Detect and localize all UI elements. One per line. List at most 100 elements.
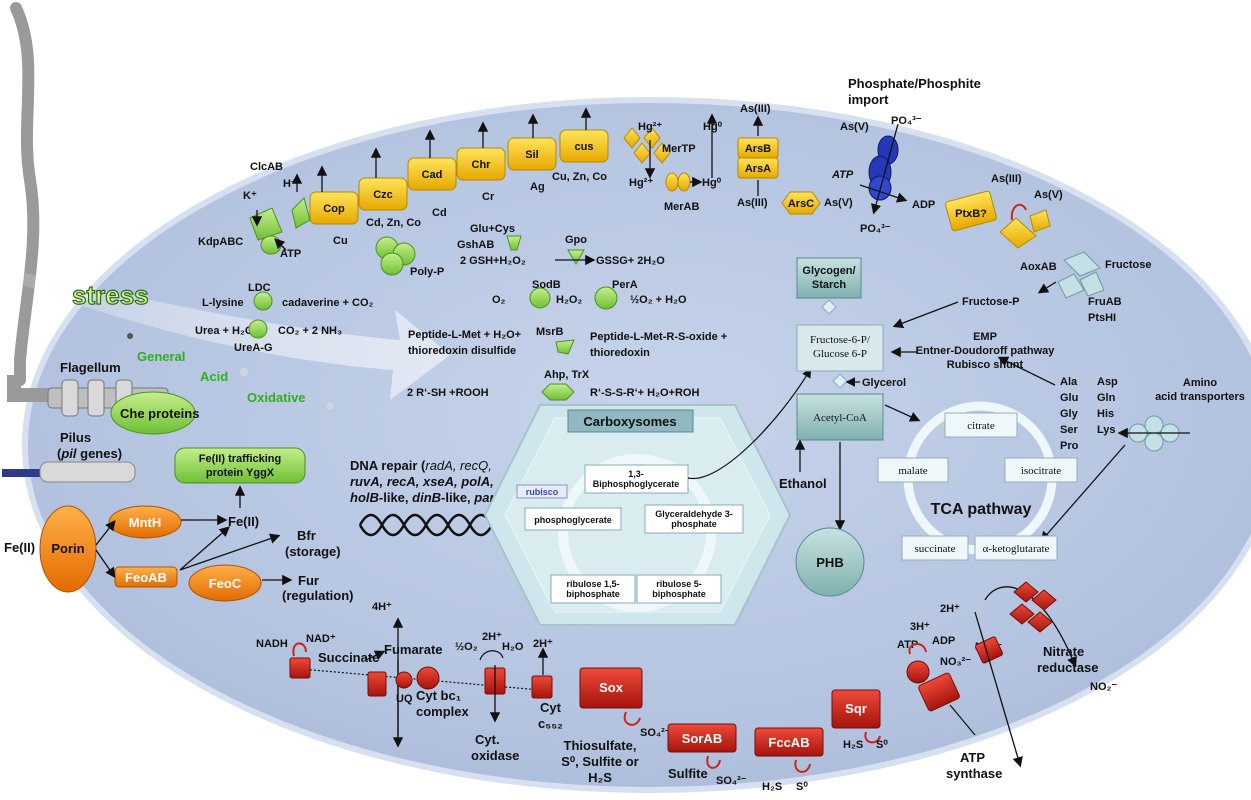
- svg-text:Succinate: Succinate: [318, 650, 379, 665]
- svg-text:As(III): As(III): [991, 173, 1022, 185]
- svg-text:MerAB: MerAB: [664, 201, 700, 213]
- svg-text:½O₂: ½O₂: [455, 641, 478, 653]
- svg-text:2H⁺: 2H⁺: [940, 603, 960, 615]
- svg-text:(storage): (storage): [285, 544, 341, 559]
- svg-text:oxidase: oxidase: [471, 748, 519, 763]
- ahp-trx: [541, 383, 575, 401]
- pump-cad: Cad: [422, 169, 443, 181]
- che-proteins: [110, 391, 196, 435]
- svg-text:Porin: Porin: [51, 541, 84, 556]
- sorab: [667, 723, 737, 753]
- svg-text:4H⁺: 4H⁺: [372, 601, 392, 613]
- svg-text:Cu: Cu: [333, 235, 348, 247]
- aoxab: [999, 217, 1037, 249]
- svg-text:ribulose 5-biphosphate: ribulose 5-biphosphate: [652, 579, 706, 599]
- phosphoglycerate-box: [524, 507, 622, 531]
- svg-text:Gly: Gly: [1060, 408, 1079, 420]
- svg-text:Peptide-L-Met-R-S-oxide +: Peptide-L-Met-R-S-oxide +: [590, 331, 727, 343]
- svg-text:As(III): As(III): [740, 103, 771, 115]
- pump-czc: Czc: [373, 189, 393, 201]
- svg-text:Glu+Cys: Glu+Cys: [470, 223, 515, 235]
- svg-text:S⁰: S⁰: [796, 781, 808, 793]
- svg-text:Hg⁰: Hg⁰: [703, 121, 723, 133]
- pilus-label: Pilus: [60, 430, 91, 445]
- svg-text:NO₃²⁻: NO₃²⁻: [940, 656, 971, 668]
- stress-oxidative: Oxidative: [247, 390, 306, 405]
- svg-text:L-lysine: L-lysine: [202, 297, 244, 309]
- rubisco-box: [516, 484, 568, 499]
- svg-text:AoxAB: AoxAB: [1020, 261, 1057, 273]
- urea-g: [248, 319, 268, 339]
- svg-text:reductase: reductase: [1037, 660, 1098, 675]
- sqr: [831, 689, 881, 729]
- svg-text:S⁰: S⁰: [876, 739, 888, 751]
- svg-text:MntH: MntH: [129, 515, 162, 530]
- svg-text:Cd, Zn, Co: Cd, Zn, Co: [366, 217, 421, 229]
- carboxysome-title-box: [567, 409, 694, 433]
- g3p-box: [644, 504, 744, 534]
- svg-text:Lys: Lys: [1097, 424, 1116, 436]
- cyt-bc1: [416, 666, 440, 690]
- pump-sil: Sil: [525, 149, 538, 161]
- stress-acid: Acid: [200, 369, 228, 384]
- metal-pumps: [309, 129, 609, 225]
- svg-text:Poly-P: Poly-P: [410, 266, 444, 278]
- stress-title: stress: [72, 280, 149, 310]
- clcab-protein: [291, 197, 311, 229]
- nitrate-transporter: [974, 636, 1004, 664]
- svg-text:complex: complex: [416, 704, 470, 719]
- nadh-dehydrogenase: [289, 657, 311, 679]
- glycogen-box: [796, 257, 862, 299]
- svg-text:Glycogen/Starch: Glycogen/Starch: [802, 265, 855, 291]
- svg-text:cadaverine + CO₂: cadaverine + CO₂: [282, 297, 374, 309]
- svg-text:Cyt: Cyt: [540, 700, 562, 715]
- svg-text:Sulfite: Sulfite: [668, 766, 708, 781]
- svg-text:As(V): As(V): [824, 197, 853, 209]
- svg-text:Sqr: Sqr: [845, 701, 867, 716]
- pump-cop: Cop: [323, 203, 345, 215]
- svg-text:H⁺: H⁺: [283, 178, 297, 190]
- svg-text:H₂S: H₂S: [762, 781, 782, 793]
- cyt-c552: [531, 675, 553, 699]
- svg-text:ruvA, recA, xseA, polA,: ruvA, recA, xseA, polA,: [350, 474, 494, 489]
- svg-text:citrate: citrate: [967, 420, 995, 432]
- svg-text:Entner-Doudoroff pathway: Entner-Doudoroff pathway: [916, 345, 1056, 357]
- fe-ii-outside: Fe(II): [4, 540, 35, 555]
- svg-text:ATP: ATP: [960, 750, 985, 765]
- svg-text:Fructose-6-P/Glucose 6-P: Fructose-6-P/Glucose 6-P: [810, 334, 871, 360]
- svg-text:Fructose: Fructose: [1105, 259, 1151, 271]
- svg-text:Cyt bc₁: Cyt bc₁: [416, 688, 461, 703]
- svg-text:ADP: ADP: [932, 635, 955, 647]
- svg-text:Thiosulfate,: Thiosulfate,: [564, 738, 637, 753]
- svg-text:Fumarate: Fumarate: [384, 642, 443, 657]
- svg-text:Urea + H₂O: Urea + H₂O: [195, 325, 254, 337]
- ptxb: [945, 190, 997, 232]
- svg-text:Gln: Gln: [1097, 392, 1116, 404]
- svg-text:Hg²⁺: Hg²⁺: [638, 121, 662, 133]
- svg-text:isocitrate: isocitrate: [1021, 465, 1061, 477]
- svg-text:2H⁺: 2H⁺: [482, 631, 502, 643]
- svg-text:Cd: Cd: [432, 207, 447, 219]
- svg-text:ATP: ATP: [280, 248, 301, 260]
- svg-text:Ser: Ser: [1060, 424, 1078, 436]
- svg-text:Carboxysomes: Carboxysomes: [583, 414, 676, 429]
- pump-chr: Chr: [472, 159, 492, 171]
- ldc: [253, 291, 273, 311]
- svg-text:PO₄³⁻: PO₄³⁻: [860, 223, 891, 235]
- svg-text:UreA-G: UreA-G: [234, 342, 273, 354]
- svg-text:2 GSH+H₂O₂: 2 GSH+H₂O₂: [460, 255, 526, 267]
- svg-text:ATP: ATP: [897, 639, 918, 651]
- svg-text:As(V): As(V): [840, 121, 869, 133]
- svg-text:Nitrate: Nitrate: [1043, 644, 1084, 659]
- svg-text:Gpo: Gpo: [565, 234, 587, 246]
- gpo: [567, 249, 585, 266]
- sodb: [529, 287, 551, 309]
- msrb: [555, 339, 575, 355]
- svg-text:PtxB?: PtxB?: [955, 208, 987, 220]
- svg-text:As(III): As(III): [737, 197, 768, 209]
- svg-text:K⁺: K⁺: [243, 190, 257, 202]
- svg-text:Acetyl-CoA: Acetyl-CoA: [813, 412, 867, 424]
- svg-text:ArsB: ArsB: [745, 143, 771, 155]
- svg-text:(regulation): (regulation): [282, 588, 354, 603]
